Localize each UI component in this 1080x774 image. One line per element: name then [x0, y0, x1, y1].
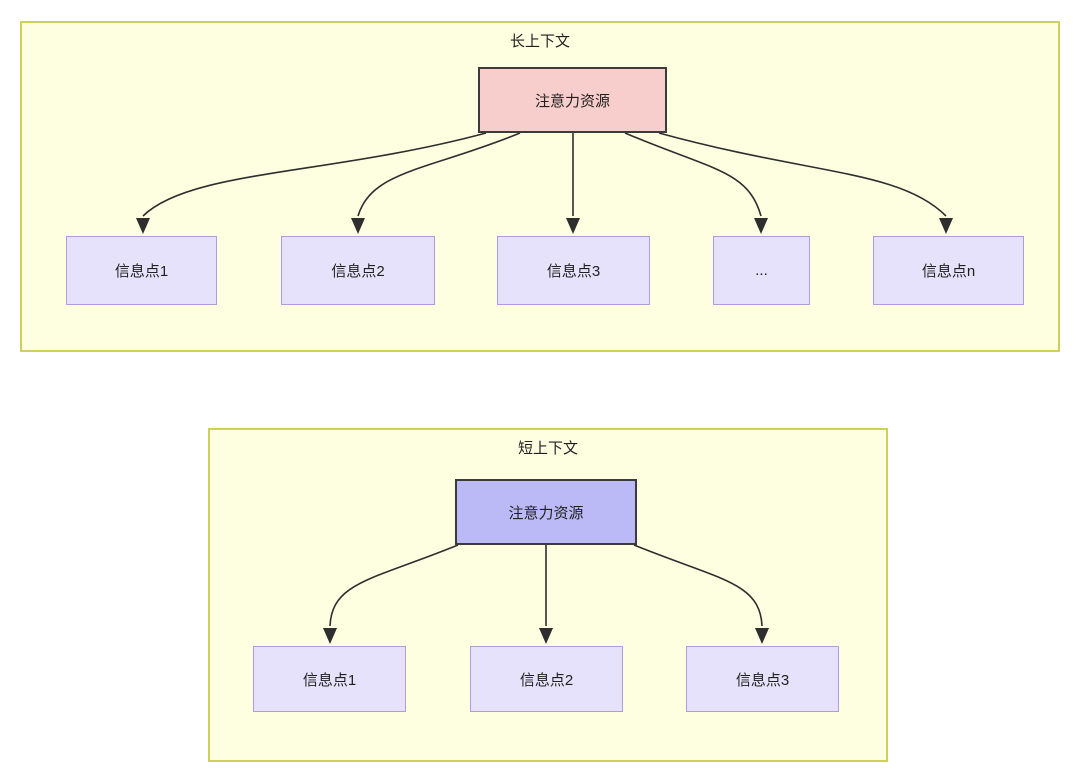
short-context-leaf-3-label: 信息点3	[735, 671, 790, 689]
long-context-leaf-n[interactable]: 信息点n	[873, 236, 1024, 305]
long-context-leaf-n-label: 信息点n	[921, 263, 976, 280]
short-context-leaf-2-label: 信息点2	[519, 671, 574, 689]
long-context-leaf-2-label: 信息点2	[331, 263, 385, 280]
short-context-leaf-3[interactable]: 信息点3	[686, 646, 839, 712]
long-context-leaf-1-label: 信息点1	[114, 263, 169, 280]
short-context-root-label: 注意力资源	[508, 504, 584, 522]
short-context-leaf-1[interactable]: 信息点1	[253, 646, 406, 712]
long-context-leaf-ellipsis[interactable]: ...	[713, 236, 810, 305]
long-context-title: 长上下文	[509, 33, 570, 50]
short-context-leaf-1-label: 信息点1	[302, 671, 357, 689]
long-context-root-node[interactable]: 注意力资源	[478, 67, 667, 133]
long-context-leaf-3[interactable]: 信息点3	[497, 236, 650, 305]
long-context-leaf-2[interactable]: 信息点2	[281, 236, 435, 305]
long-context-root-label: 注意力资源	[534, 92, 610, 110]
short-context-title: 短上下文	[517, 440, 578, 457]
short-context-root-node[interactable]: 注意力资源	[455, 479, 637, 545]
long-context-leaf-ellipsis-label: ...	[755, 262, 768, 279]
long-context-leaf-1[interactable]: 信息点1	[66, 236, 217, 305]
short-context-leaf-2[interactable]: 信息点2	[470, 646, 623, 712]
long-context-leaf-3-label: 信息点3	[546, 263, 601, 280]
